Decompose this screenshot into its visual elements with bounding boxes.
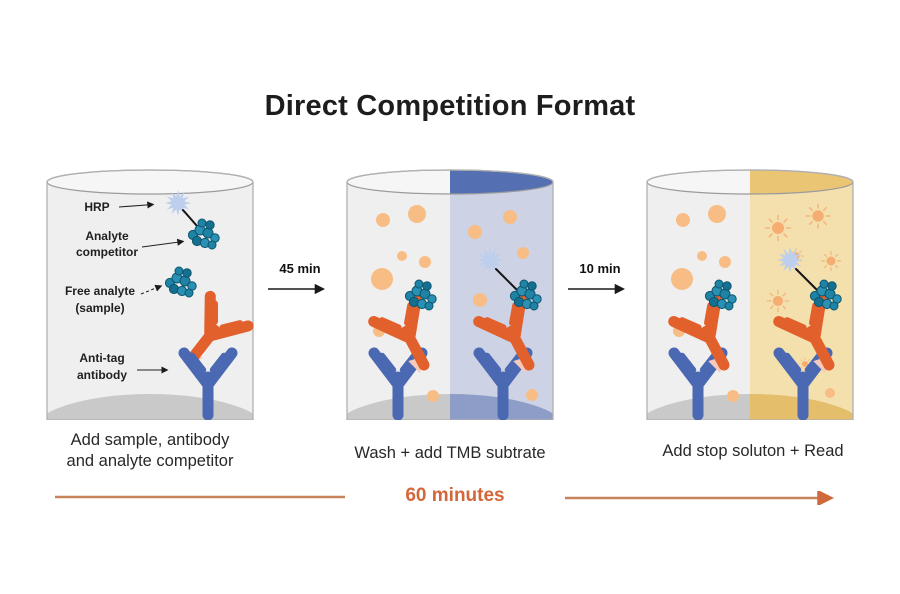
caption-line: and analyte competitor: [66, 452, 234, 470]
hrp-linker-line: [495, 268, 519, 292]
well-1-svg: HRP Analyte competitor Free analyte (sam…: [46, 169, 254, 420]
label-free-analyte-1: Free analyte: [65, 284, 135, 298]
well-step-1: HRP Analyte competitor Free analyte (sam…: [45, 168, 255, 420]
signal-suns: [764, 203, 841, 398]
substrate-dots-right: [468, 210, 538, 401]
substrate-dot: [825, 388, 835, 398]
caption-step-2: Wash + add TMB subtrate: [325, 443, 575, 464]
label-anti-tag-2: antibody: [77, 368, 127, 382]
label-hrp: HRP: [84, 200, 109, 214]
timeline-label: 60 minutes: [405, 485, 505, 506]
label-analyte-competitor-2: competitor: [76, 245, 138, 259]
step-arrow-10min: 10 min: [557, 261, 643, 295]
timeline-arrow-right: [565, 491, 835, 505]
signal-sun-icon: [766, 289, 790, 313]
caption-step-1: Add sample, antibody and analyte competi…: [25, 430, 275, 472]
hrp-linker-line: [795, 268, 819, 292]
signal-sun-icon: [764, 214, 792, 242]
well-3-svg: [646, 169, 854, 420]
signal-sun-icon: [805, 203, 831, 229]
well-step-3: [645, 168, 855, 420]
caption-line: Add stop soluton + Read: [662, 442, 844, 460]
signal-sun-icon: [821, 251, 841, 271]
page-title: Direct Competition Format: [264, 90, 636, 122]
label-arrow-dashed: [140, 284, 163, 295]
well-step-2: [345, 168, 555, 420]
substrate-dots-left: [671, 205, 739, 402]
step-arrow-45min: 45 min: [257, 261, 343, 295]
label-arrow: [118, 201, 155, 209]
label-anti-tag-1: Anti-tag: [79, 351, 124, 365]
caption-step-3: Add stop soluton + Read: [628, 441, 878, 462]
well-2-svg: [346, 169, 554, 420]
right-arrow-icon: [568, 283, 626, 295]
label-free-analyte-2: (sample): [75, 301, 124, 315]
label-arrow: [141, 238, 185, 248]
timeline-line-left: [55, 495, 345, 499]
step-arrow-label: 45 min: [279, 261, 321, 276]
caption-line: Add sample, antibody: [70, 431, 230, 449]
right-arrow-icon: [268, 283, 326, 295]
step-arrow-label: 10 min: [579, 261, 621, 276]
hrp-linker-line: [182, 209, 198, 227]
caption-line: Wash + add TMB subtrate: [354, 444, 546, 462]
label-analyte-competitor-1: Analyte: [85, 229, 129, 243]
